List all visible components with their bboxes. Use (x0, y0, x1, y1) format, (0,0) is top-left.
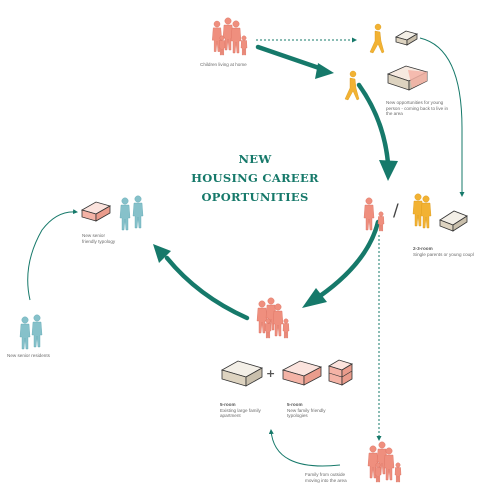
new-family-typology-box (281, 360, 323, 386)
label-young-person: New opportunities for young person - com… (386, 100, 449, 117)
existing-large-apartment-box (220, 360, 264, 387)
label-senior-typology: New senior friendly typology (82, 233, 116, 244)
label-new-family-typology: 5-room New family friendly typologies (287, 402, 345, 419)
diagram-title: NEW HOUSING CAREER OPORTUNITIES (170, 150, 340, 207)
dotted-arrows (256, 37, 382, 441)
cycle-arrow-right-lower (317, 219, 381, 299)
label-new-family-typology-head: 5-room (287, 402, 303, 407)
label-existing-apartment-sub: Existing large family apartment (220, 407, 261, 419)
children-home-figures (211, 17, 248, 56)
slash-symbol: / (393, 201, 399, 221)
title-line-2: HOUSING CAREER (191, 171, 319, 185)
label-existing-apartment-head: 5-room (220, 402, 236, 407)
two-three-room-box (439, 210, 468, 232)
small-existing-box (394, 30, 419, 46)
label-outside-family: Family from outside moving into the area (305, 472, 347, 483)
title-line-1: NEW (238, 152, 272, 166)
main-cycle-arrows (153, 44, 398, 321)
cycle-arrow-top (255, 44, 325, 72)
senior-couple-figures (119, 195, 144, 231)
label-two-three-room-head: 2-3-room (413, 246, 433, 251)
label-two-three-room: 2-3-room Single parents or young coupl (413, 246, 481, 257)
cycle-arrow-right-upper (356, 82, 391, 166)
young-person-figure-top (369, 23, 385, 54)
label-two-three-room-sub: Single parents or young coupl (413, 251, 474, 257)
outside-family-figures (367, 441, 402, 483)
label-new-family-typology-sub: New family friendly typologies (287, 407, 326, 419)
label-existing-apartment: 5-room Existing large family apartment (220, 402, 270, 419)
title-line-3: OPORTUNITIES (201, 190, 309, 204)
single-parent-figure (363, 197, 385, 232)
thin-arrows (27, 37, 465, 467)
young-couple-figures (412, 193, 432, 229)
plus-symbol: + (266, 367, 276, 380)
label-children-home: Children living at home (200, 62, 247, 67)
senior-residents-figures (19, 314, 43, 350)
senior-typology-box (80, 201, 112, 222)
family-figures (256, 297, 290, 339)
cycle-arrow-left (164, 255, 250, 321)
new-family-typology-stacked-box (328, 359, 353, 386)
young-person-housing-box (386, 65, 429, 91)
label-senior-residents: New senior residents (7, 353, 50, 358)
